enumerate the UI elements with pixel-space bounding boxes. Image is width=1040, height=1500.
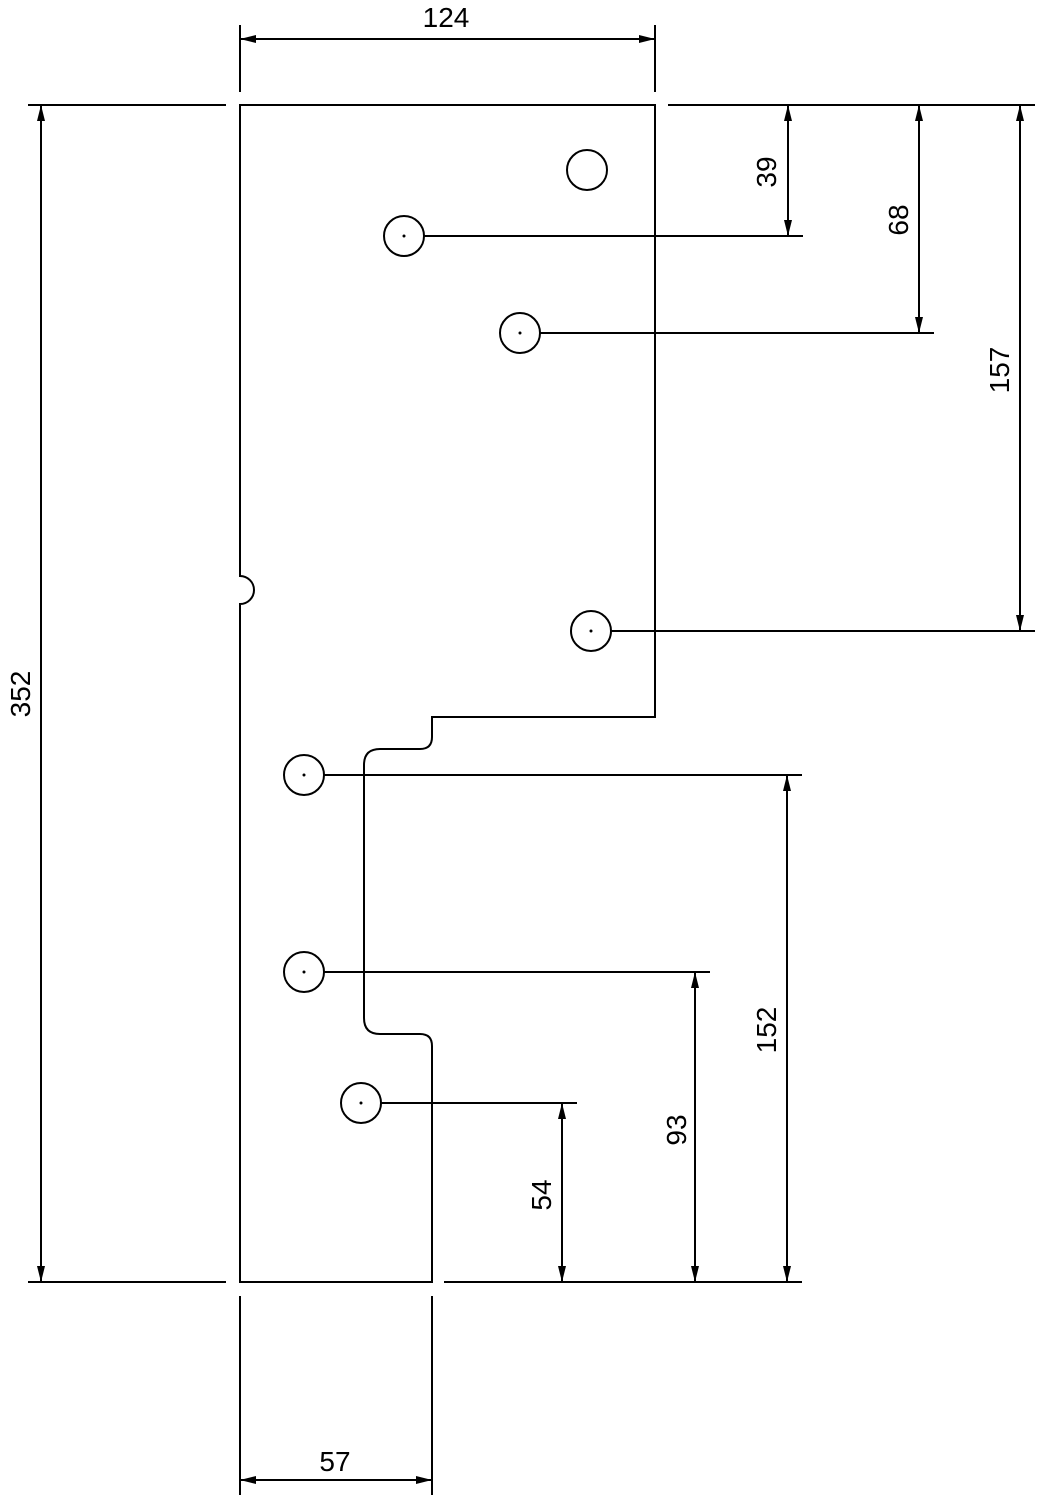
extension-lines: [28, 25, 1035, 1495]
dim-label-124: 124: [423, 2, 470, 33]
holes: [283, 149, 612, 1124]
dimension-labels: 124 352 39 68 157 152 93 54 57: [5, 2, 1015, 1477]
hole-top-right: [566, 149, 608, 191]
dim-label-57: 57: [319, 1446, 350, 1477]
dim-label-352: 352: [5, 671, 36, 718]
dim-label-93: 93: [661, 1114, 692, 1145]
dim-label-54: 54: [526, 1179, 557, 1210]
dimension-lines: [37, 35, 1024, 1484]
dim-label-39: 39: [751, 156, 782, 187]
dim-label-68: 68: [883, 204, 914, 235]
dim-label-152: 152: [751, 1007, 782, 1054]
part-outline: [239, 104, 656, 1283]
dim-label-157: 157: [984, 347, 1015, 394]
